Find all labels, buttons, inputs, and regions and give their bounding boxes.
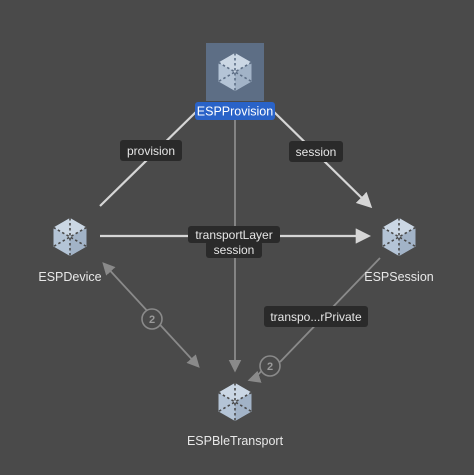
edge-count-text: 2 <box>149 314 155 326</box>
package-cube-icon <box>382 218 416 256</box>
edge-count-badge[interactable]: 2 <box>259 355 281 377</box>
node-espdevice[interactable]: ESPDevice <box>38 218 102 284</box>
edge-count-badge[interactable]: 2 <box>141 308 163 330</box>
edge-label-line2: session <box>214 243 255 257</box>
edge-label-provision[interactable]: provision <box>120 140 182 161</box>
edge-label-transport-private[interactable]: transpo...rPrivate <box>264 306 368 327</box>
node-espprovision[interactable]: ESPProvision <box>195 43 275 120</box>
edge-count-text: 2 <box>267 361 273 373</box>
edge-label-line1: transportLayer <box>195 228 272 242</box>
edge-label-text: transpo...rPrivate <box>270 310 362 324</box>
node-espsession[interactable]: ESPSession <box>364 218 434 284</box>
package-cube-icon <box>218 383 252 421</box>
edge-label-session[interactable]: session <box>289 141 343 162</box>
node-label: ESPSession <box>364 270 434 284</box>
node-espbletransport[interactable]: ESPBleTransport <box>187 383 284 448</box>
package-cube-icon <box>53 218 87 256</box>
edge-label-text: session <box>296 145 337 159</box>
edge-label-text: provision <box>127 144 175 158</box>
edge-label-transportlayer-session[interactable]: transportLayer session <box>188 226 280 258</box>
package-cube-icon <box>218 53 252 91</box>
node-label: ESPBleTransport <box>187 434 284 448</box>
node-label: ESPProvision <box>197 105 273 119</box>
node-label: ESPDevice <box>38 270 101 284</box>
